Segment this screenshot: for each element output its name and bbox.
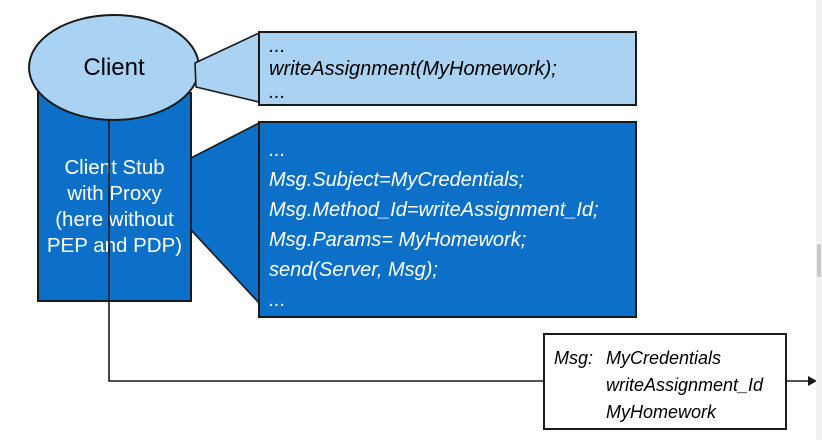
code-line: writeAssignment(MyHomework); <box>269 58 557 80</box>
scrollbar-track[interactable] <box>816 0 822 440</box>
code-line: Msg.Method_Id=writeAssignment_Id; <box>269 199 599 221</box>
client-callout-pointer <box>194 31 260 104</box>
stub-label-line: (here without <box>55 208 174 231</box>
message-value: MyHomework <box>606 402 717 422</box>
message-values: MyCredentials writeAssignment_Id MyHomew… <box>606 345 785 428</box>
client-code-callout: ... writeAssignment(MyHomework); ... <box>258 31 637 106</box>
code-line: ... <box>269 289 286 311</box>
message-label: Msg: <box>554 348 594 368</box>
client-label: Client <box>83 53 145 81</box>
code-line: ... <box>269 139 286 161</box>
client-stub-box: Client Stub with Proxy (here without PEP… <box>37 92 192 302</box>
code-line: ... <box>269 81 286 103</box>
code-line: send(Server, Msg); <box>269 259 438 281</box>
stub-label-line: Client Stub <box>64 156 165 179</box>
message-value: MyCredentials <box>606 348 722 368</box>
scrollbar-thumb[interactable] <box>817 244 821 277</box>
code-line: ... <box>269 35 286 57</box>
client-ellipse: Client <box>28 14 200 121</box>
stub-code-callout: ... Msg.Subject=MyCredentials; Msg.Metho… <box>258 121 637 318</box>
message-box: Msg: MyCredentials writeAssignment_Id My… <box>543 333 787 430</box>
stub-callout-pointer <box>190 121 260 306</box>
stub-label-line: with Proxy <box>67 182 162 205</box>
code-line: Msg.Subject=MyCredentials; <box>269 169 525 191</box>
code-line: Msg.Params= MyHomework; <box>269 229 527 251</box>
stub-label-line: PEP and PDP) <box>46 234 183 257</box>
message-value: writeAssignment_Id <box>606 375 764 395</box>
